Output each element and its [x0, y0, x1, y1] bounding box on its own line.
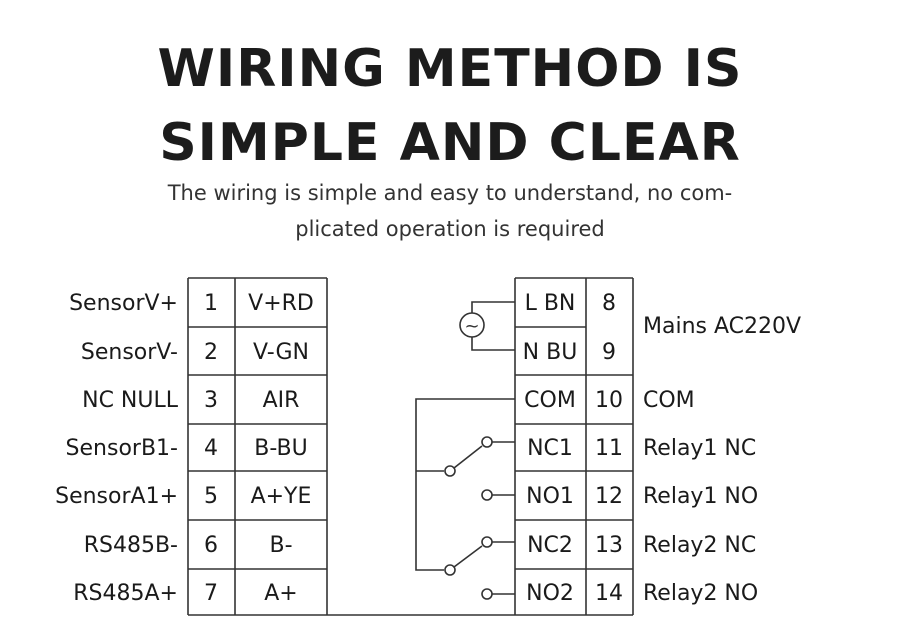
- left-code-3: AIR: [263, 388, 300, 413]
- left-num-7: 7: [204, 581, 218, 606]
- left-code-6: B-: [269, 533, 292, 558]
- ac-source-wiring: [471, 301, 515, 351]
- right-code-13: NC2: [527, 533, 573, 558]
- relay1-switch: [444, 436, 515, 501]
- left-codes: V+RD V-GN AIR B-BU A+YE B- A+: [248, 291, 314, 606]
- right-label-10: COM: [643, 388, 695, 413]
- right-terminal-block: [514, 277, 634, 616]
- right-code-8: L BN: [525, 291, 576, 316]
- title-line-1: WIRING METHOD IS: [157, 39, 743, 99]
- subtitle-line-1: The wiring is simple and easy to underst…: [167, 181, 733, 205]
- left-terminal-block: [187, 277, 328, 616]
- right-num-8: 8: [602, 291, 616, 316]
- right-label-13: Relay2 NC: [643, 533, 756, 558]
- left-labels: SensorV+ SensorV- NC NULL SensorB1- Sens…: [55, 291, 179, 606]
- right-code-14: NO2: [526, 581, 574, 606]
- left-label-1: SensorV+: [69, 291, 178, 316]
- svg-text:~: ~: [464, 316, 479, 337]
- mains-label: Mains AC220V: [643, 314, 801, 339]
- left-label-4: SensorB1-: [66, 436, 178, 461]
- right-label-11: Relay1 NC: [643, 436, 756, 461]
- right-num-9: 9: [602, 340, 616, 365]
- right-num-12: 12: [595, 484, 623, 509]
- right-num-11: 11: [595, 436, 623, 461]
- left-num-1: 1: [204, 291, 218, 316]
- left-label-7: RS485A+: [73, 581, 178, 606]
- right-codes: L BN N BU COM NC1 NO1 NC2 NO2: [523, 291, 578, 606]
- right-code-12: NO1: [526, 484, 574, 509]
- right-labels: Mains AC220V COM Relay1 NC Relay1 NO Rel…: [643, 314, 801, 606]
- right-label-14: Relay2 NO: [643, 581, 758, 606]
- left-num-2: 2: [204, 340, 218, 365]
- left-label-6: RS485B-: [84, 533, 178, 558]
- right-code-9: N BU: [523, 340, 578, 365]
- subtitle-line-2: plicated operation is required: [295, 217, 605, 241]
- right-numbers: 8 9 10 11 12 13 14: [595, 291, 623, 606]
- left-code-4: B-BU: [254, 436, 307, 461]
- left-code-7: A+: [264, 581, 297, 606]
- right-code-10: COM: [524, 388, 576, 413]
- right-num-10: 10: [595, 388, 623, 413]
- right-label-12: Relay1 NO: [643, 484, 758, 509]
- left-code-5: A+YE: [251, 484, 312, 509]
- title-line-2: SIMPLE AND CLEAR: [159, 113, 741, 173]
- right-code-11: NC1: [527, 436, 573, 461]
- left-label-3: NC NULL: [82, 388, 179, 413]
- relay-com-wiring: [415, 398, 515, 571]
- right-num-13: 13: [595, 533, 623, 558]
- left-num-6: 6: [204, 533, 218, 558]
- right-num-14: 14: [595, 581, 623, 606]
- left-code-2: V-GN: [253, 340, 309, 365]
- left-num-5: 5: [204, 484, 218, 509]
- left-code-1: V+RD: [248, 291, 314, 316]
- left-label-2: SensorV-: [81, 340, 178, 365]
- ac-source-icon: ~: [459, 312, 485, 338]
- relay2-switch: [444, 536, 515, 600]
- left-numbers: 1 2 3 4 5 6 7: [204, 291, 218, 606]
- left-label-5: SensorA1+: [55, 484, 178, 509]
- left-num-3: 3: [204, 388, 218, 413]
- left-num-4: 4: [204, 436, 218, 461]
